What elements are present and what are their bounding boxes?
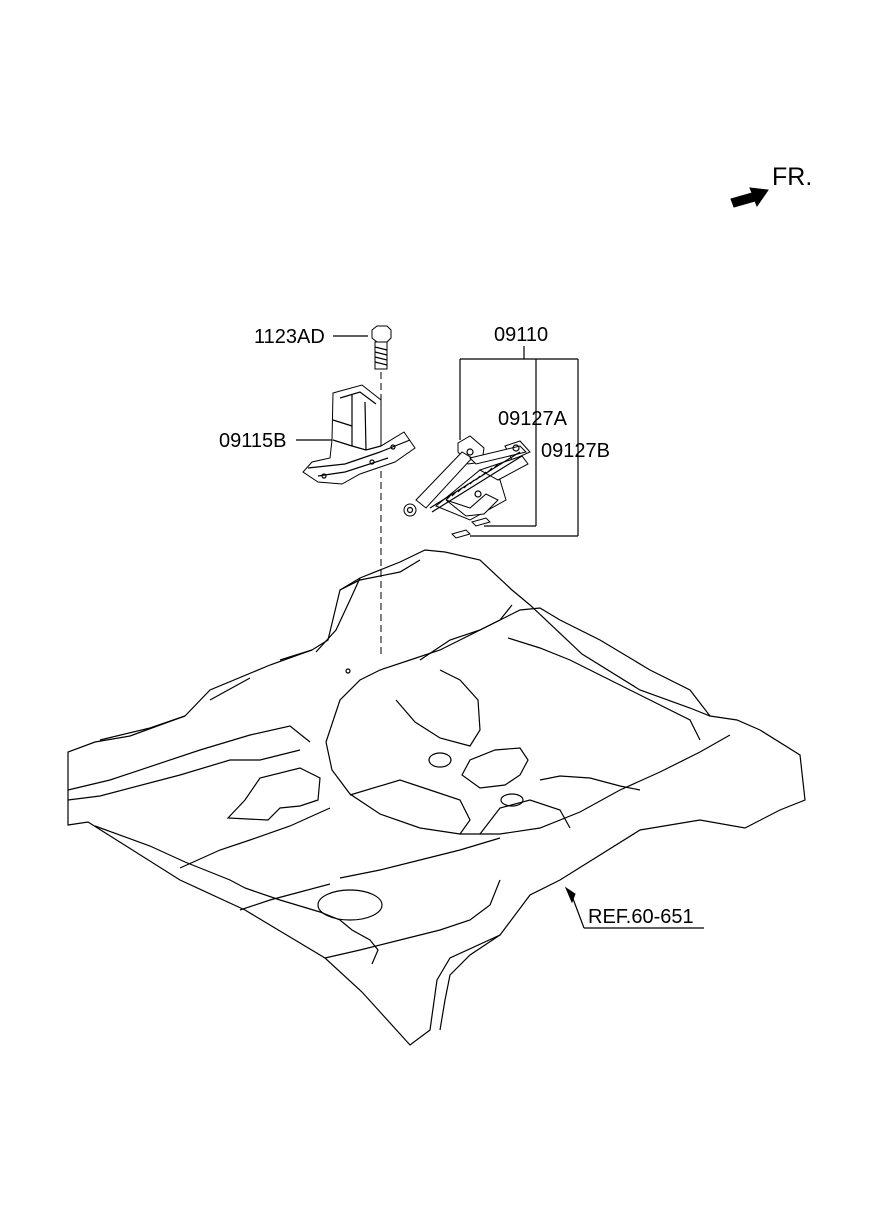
- reference-label: REF.60-651: [588, 906, 694, 928]
- filled-arrow-right-icon: [730, 187, 769, 208]
- jack-bracket-code-label: 09115B: [219, 430, 286, 452]
- jack-handle-a-code-label: 09127A: [498, 408, 568, 430]
- bolt-code-label: 1123AD: [254, 326, 325, 348]
- jack-bracket-part: 09115B: [219, 384, 416, 485]
- bolt-head-icon: [371, 325, 392, 343]
- bolt-part: 1123AD: [254, 325, 392, 370]
- scissor-jack-part: [403, 435, 531, 539]
- reference-leader-line: [571, 895, 585, 929]
- front-direction-label: FR.: [772, 163, 812, 191]
- jack-handle-b-code-label: 09127B: [541, 440, 610, 462]
- jack-bracket-shape: [302, 384, 416, 485]
- jack-assembly-code-label: 09110: [494, 324, 548, 346]
- jack-assembly-callout: 09110 09127A 09127B: [459, 324, 610, 537]
- reference-callout: REF.60-651: [564, 886, 704, 929]
- floor-panel: [67, 549, 806, 1046]
- front-direction-indicator: FR.: [730, 163, 812, 208]
- floor-panel-outline: [67, 549, 806, 1046]
